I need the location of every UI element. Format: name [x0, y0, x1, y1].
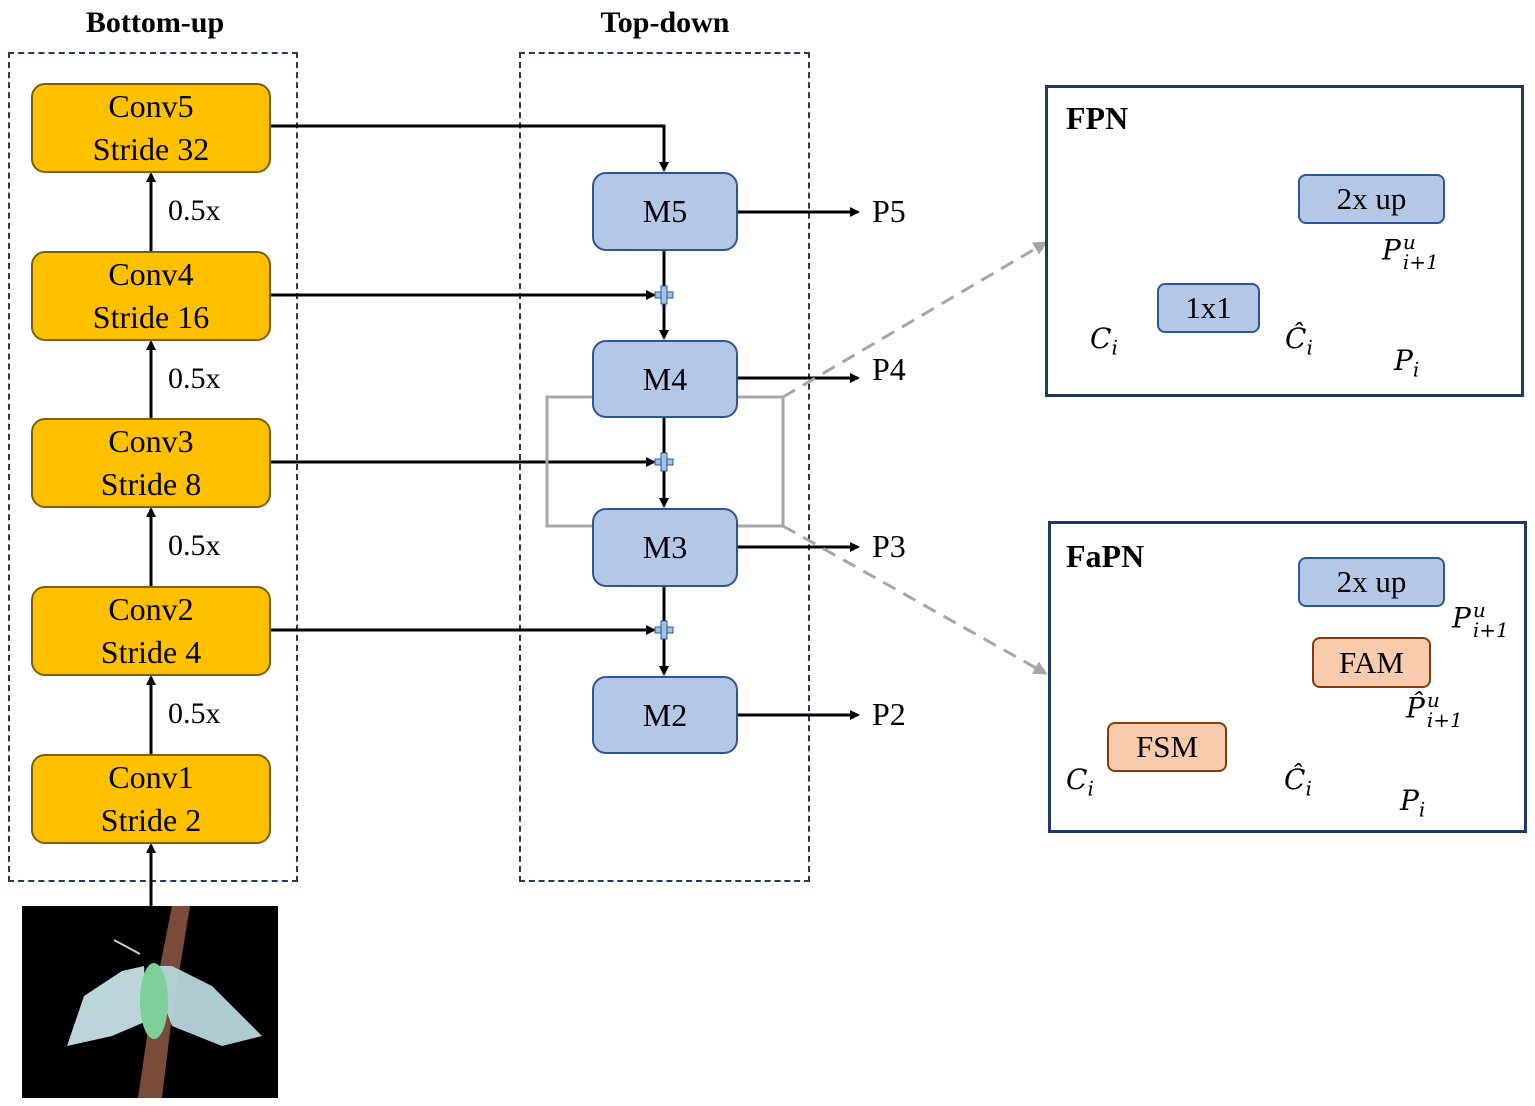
conv4-block: Conv4 Stride 16: [31, 251, 271, 341]
fpn-pi-label: Pi: [1394, 344, 1420, 382]
conv5-name: Conv5: [108, 88, 194, 124]
scale-label-4: 0.5x: [168, 194, 221, 227]
conv1-name: Conv1: [108, 759, 194, 795]
moth-image: [22, 906, 278, 1098]
conv1-stride: Stride 2: [100, 802, 202, 838]
conv2-block: Conv2 Stride 4: [31, 586, 271, 676]
bottom-up-frame: [8, 52, 298, 882]
fapn-ci-hat-label: Ĉi: [1284, 763, 1312, 801]
fpn-upsample-block: 2x up: [1298, 174, 1445, 224]
conv5-block: Conv5 Stride 32: [31, 83, 271, 173]
conv3-name: Conv3: [108, 423, 194, 459]
m5-block: M5: [592, 172, 738, 251]
fapn-ci-label: Ci: [1066, 763, 1094, 801]
top-down-title: Top-down: [600, 6, 730, 39]
conv4-stride: Stride 16: [92, 299, 210, 335]
plus-nodes: [654, 285, 674, 640]
fpn-ci-hat-label: Ĉi: [1285, 322, 1313, 360]
conv4-name: Conv4: [108, 256, 194, 292]
fsm-block: FSM: [1107, 722, 1227, 772]
fapn-upsample-block: 2x up: [1298, 557, 1445, 607]
fam-block: FAM: [1312, 637, 1431, 688]
conv1-block: Conv1 Stride 2: [31, 754, 271, 844]
bottom-up-title: Bottom-up: [85, 6, 225, 39]
fapn-pi-label: Pi: [1400, 784, 1426, 822]
conv2-name: Conv2: [108, 591, 194, 627]
output-p5: P5: [872, 193, 906, 229]
fpn-ci-label: Ci: [1090, 322, 1118, 360]
conv5-stride: Stride 32: [92, 131, 210, 167]
fapn-title: FaPN: [1066, 538, 1145, 574]
conv2-stride: Stride 4: [100, 634, 202, 670]
fapn-panel: [1048, 521, 1527, 833]
m3-block: M3: [592, 508, 738, 587]
scale-label-3: 0.5x: [168, 362, 221, 395]
output-p4: P4: [872, 351, 906, 387]
m4-block: M4: [592, 340, 738, 418]
output-p2: P2: [872, 696, 906, 732]
output-p3: P3: [872, 528, 906, 564]
fpn-panel: [1045, 85, 1524, 397]
top-down-frame: [519, 52, 810, 882]
conv3-stride: Stride 8: [100, 466, 202, 502]
scale-label-2: 0.5x: [168, 529, 221, 562]
fpn-1x1-block: 1x1: [1157, 283, 1260, 333]
scale-label-1: 0.5x: [168, 697, 221, 730]
fpn-title: FPN: [1066, 100, 1129, 136]
m2-block: M2: [592, 676, 738, 754]
conv3-block: Conv3 Stride 8: [31, 418, 271, 508]
input-image: [22, 906, 278, 1098]
